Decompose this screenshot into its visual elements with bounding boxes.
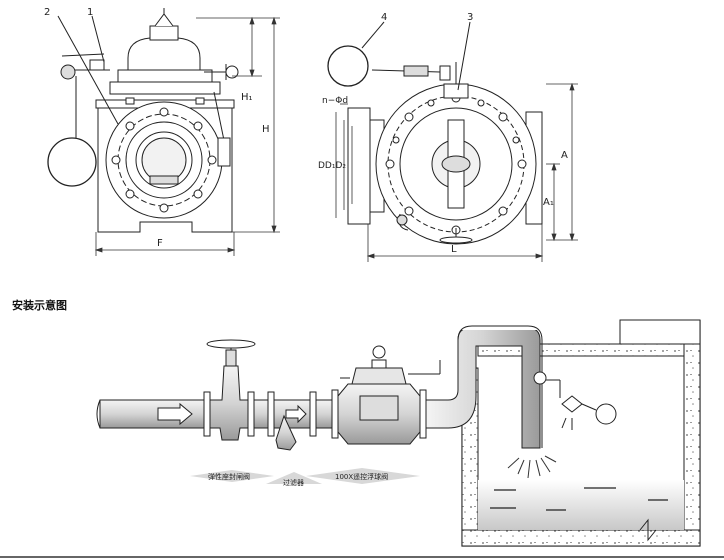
tank-right-wall <box>683 319 701 547</box>
front-cover-flange <box>117 69 213 83</box>
front-bolts <box>111 107 217 213</box>
front-float-ball <box>47 137 97 187</box>
side-dim-bolts: n−Φd <box>322 96 348 106</box>
filter <box>267 391 317 451</box>
front-bonnet-top <box>149 25 179 41</box>
front-bonnet <box>127 37 201 71</box>
front-view <box>47 8 280 256</box>
front-dim-f: F <box>157 238 163 249</box>
gate-valve <box>203 339 256 441</box>
install-diagram <box>96 319 701 547</box>
front-dim-h: H <box>262 124 270 135</box>
label-ribbons <box>190 468 420 484</box>
side-dim-a1: A₁ <box>543 197 554 208</box>
front-callout-2: 2 <box>44 7 50 18</box>
front-callout-1: 1 <box>87 7 93 18</box>
tank-floor <box>461 529 701 547</box>
side-callout-4: 4 <box>381 12 387 23</box>
label-gate-valve: 弹性座封闸阀 <box>208 472 250 481</box>
side-dim-l: L <box>451 244 457 255</box>
section-title: 安装示意图 <box>12 299 67 312</box>
float-valve <box>331 345 441 445</box>
side-view <box>327 21 578 262</box>
side-float-ball <box>327 45 369 87</box>
side-dims <box>335 82 578 262</box>
label-filter: 过滤器 <box>283 478 304 487</box>
front-dims <box>94 16 280 256</box>
side-dim-a: A <box>561 150 568 161</box>
outlet-pipe <box>425 327 541 449</box>
front-dim-h1: H₁ <box>241 92 253 103</box>
spray <box>507 455 557 479</box>
flow-arrow <box>157 402 193 426</box>
side-callout-3: 3 <box>467 12 473 23</box>
side-flange-left <box>347 107 371 225</box>
tank-water <box>478 480 684 530</box>
install-float-ball <box>595 403 617 425</box>
water-lines <box>490 487 668 511</box>
side-dim-diameters: DD₁D₂ <box>318 161 346 171</box>
label-float-valve: 100X遥控浮球阀 <box>335 472 388 481</box>
front-control-pipe <box>70 59 110 71</box>
